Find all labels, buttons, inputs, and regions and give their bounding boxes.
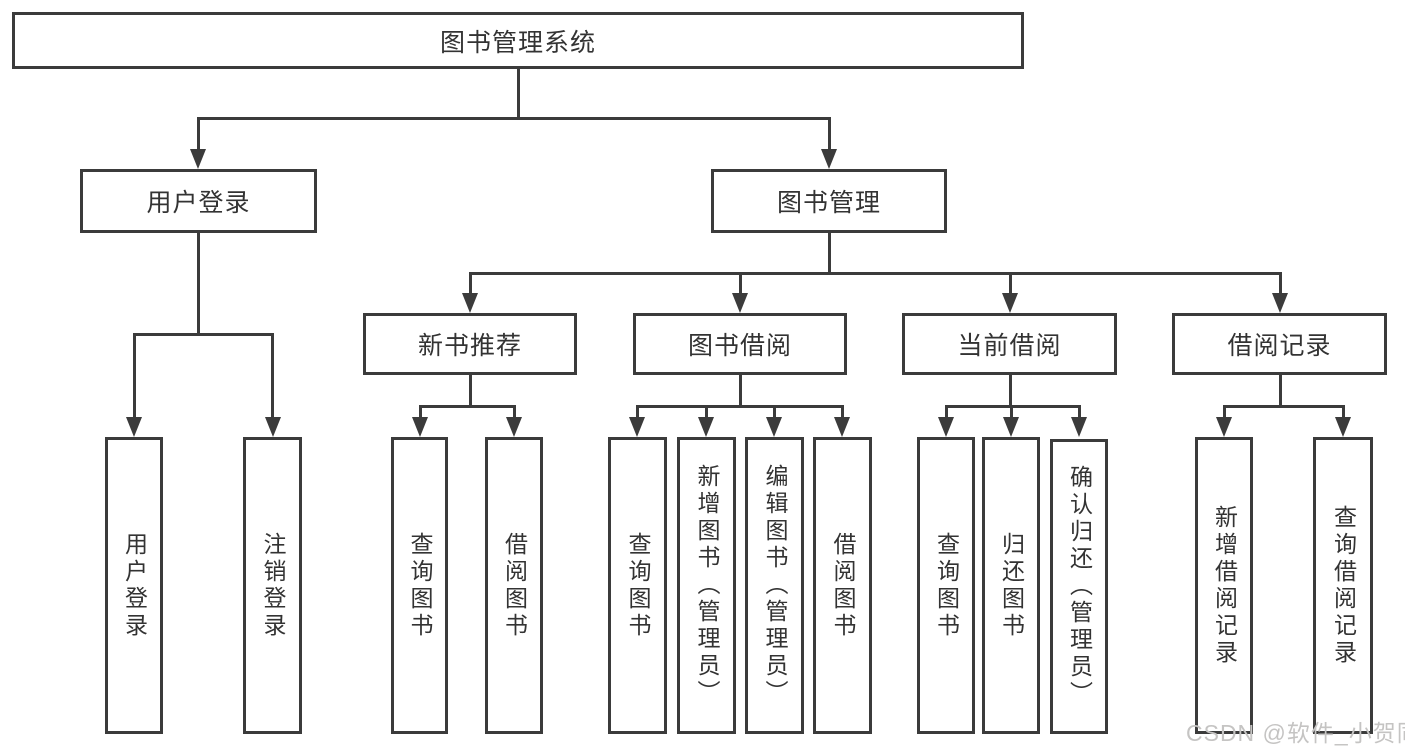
csdn-watermark: CSDN @软件_小贺同学 bbox=[1186, 720, 1405, 746]
connector-new-book-rec-stem bbox=[469, 375, 472, 408]
connector-user-login-rail bbox=[133, 333, 274, 336]
connector-leaf-drop bbox=[1078, 405, 1081, 419]
connector-user-login-stem bbox=[197, 233, 200, 336]
connector-drop-new-book-rec bbox=[469, 272, 472, 296]
node-logout: 注销登录 bbox=[243, 437, 302, 734]
node-cb-confirm-return-admin: 确认归还（管理员） bbox=[1050, 439, 1108, 734]
connector-leaf-drop bbox=[1010, 405, 1013, 419]
node-user-login: 用户登录 bbox=[80, 169, 317, 233]
node-root: 图书管理系统 bbox=[12, 12, 1024, 69]
connector-leaf-drop bbox=[636, 405, 639, 419]
node-new-book-rec: 新书推荐 bbox=[363, 313, 577, 375]
node-br-query-record: 查询借阅记录 bbox=[1313, 437, 1373, 734]
arrow-down-icon bbox=[834, 417, 850, 437]
arrow-down-icon bbox=[1071, 417, 1087, 437]
arrow-down-icon bbox=[412, 417, 428, 437]
arrow-down-icon bbox=[732, 293, 748, 313]
arrow-down-icon bbox=[1335, 417, 1351, 437]
connector-new-book-rec-rail bbox=[419, 405, 515, 408]
connector-book-mgmt-stem bbox=[828, 233, 831, 275]
node-bb-borrow-book: 借阅图书 bbox=[813, 437, 872, 734]
connector-current-borrow-stem bbox=[1009, 375, 1012, 408]
connector-leaf-drop bbox=[1342, 405, 1345, 419]
arrow-down-icon bbox=[629, 417, 645, 437]
node-book-mgmt: 图书管理 bbox=[711, 169, 947, 233]
arrow-down-icon bbox=[1272, 293, 1288, 313]
connector-borrow-record-rail bbox=[1223, 405, 1344, 408]
node-bb-add-book-admin: 新增图书（管理员） bbox=[677, 437, 736, 734]
node-cb-return-book: 归还图书 bbox=[982, 437, 1040, 734]
node-login: 用户登录 bbox=[105, 437, 163, 734]
arrow-down-icon bbox=[462, 293, 478, 313]
arrow-down-icon bbox=[1216, 417, 1232, 437]
node-nbr-borrow-book: 借阅图书 bbox=[485, 437, 543, 734]
connector-leaf-drop bbox=[1223, 405, 1226, 419]
arrow-down-icon bbox=[938, 417, 954, 437]
node-bb-query-book: 查询图书 bbox=[608, 437, 667, 734]
connector-drop-book-mgmt bbox=[828, 117, 831, 151]
connector-drop-user-login bbox=[197, 117, 200, 151]
connector-leaf-drop bbox=[773, 405, 776, 419]
node-br-add-record: 新增借阅记录 bbox=[1195, 437, 1253, 734]
connector-drop-login bbox=[133, 333, 136, 419]
node-book-borrow: 图书借阅 bbox=[633, 313, 847, 375]
arrow-down-icon bbox=[1002, 293, 1018, 313]
connector-level2-rail bbox=[197, 117, 831, 120]
connector-root-trunk bbox=[517, 69, 520, 120]
arrow-down-icon bbox=[126, 417, 142, 437]
arrow-down-icon bbox=[766, 417, 782, 437]
arrow-down-icon bbox=[190, 149, 206, 169]
connector-leaf-drop bbox=[705, 405, 708, 419]
connector-leaf-drop bbox=[841, 405, 844, 419]
node-bb-edit-book-admin: 编辑图书（管理员） bbox=[745, 437, 804, 734]
node-cb-query-book: 查询图书 bbox=[917, 437, 975, 734]
connector-drop-borrow-record bbox=[1279, 272, 1282, 296]
connector-book-borrow-stem bbox=[739, 375, 742, 408]
arrow-down-icon bbox=[265, 417, 281, 437]
connector-borrow-record-stem bbox=[1279, 375, 1282, 408]
connector-leaf-drop bbox=[419, 405, 422, 419]
node-current-borrow: 当前借阅 bbox=[902, 313, 1117, 375]
arrow-down-icon bbox=[1003, 417, 1019, 437]
connector-drop-book-borrow bbox=[739, 272, 742, 296]
arrow-down-icon bbox=[821, 149, 837, 169]
connector-drop-logout bbox=[271, 333, 274, 419]
arrow-down-icon bbox=[698, 417, 714, 437]
node-nbr-query-book: 查询图书 bbox=[391, 437, 448, 734]
connector-drop-current-borrow bbox=[1009, 272, 1012, 296]
connector-level3-rail bbox=[469, 272, 1282, 275]
connector-book-borrow-rail bbox=[637, 405, 844, 408]
arrow-down-icon bbox=[506, 417, 522, 437]
connector-leaf-drop bbox=[945, 405, 948, 419]
node-borrow-record: 借阅记录 bbox=[1172, 313, 1387, 375]
connector-leaf-drop bbox=[513, 405, 516, 419]
